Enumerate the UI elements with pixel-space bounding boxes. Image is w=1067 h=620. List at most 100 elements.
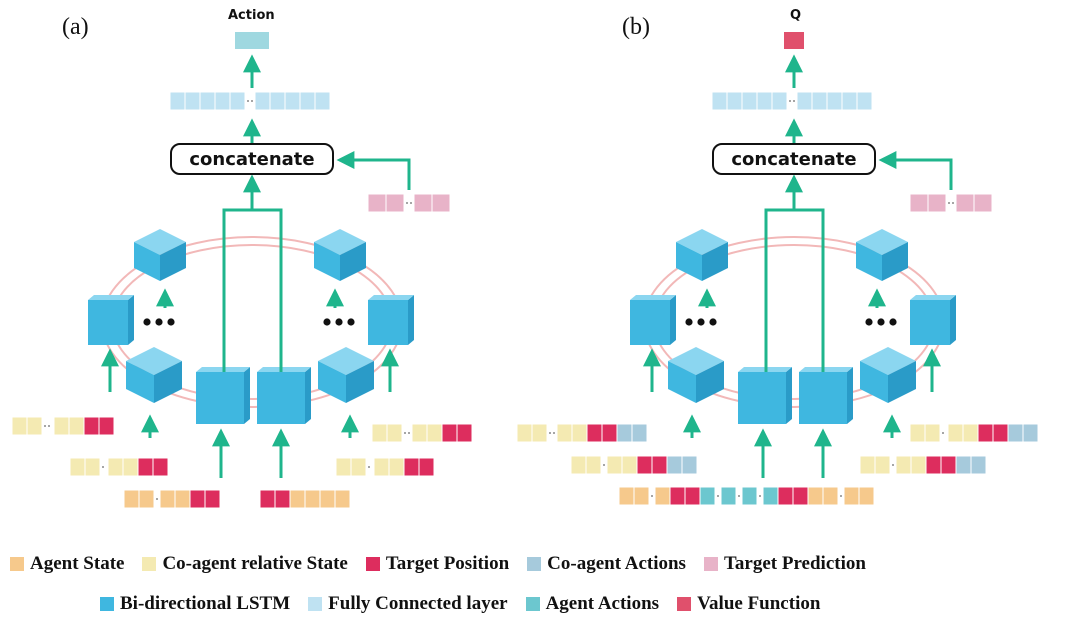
- panel-b-lstm-cell: [738, 367, 792, 424]
- state-cell: [618, 486, 635, 506]
- state-cell: [531, 423, 548, 443]
- state-cell: [214, 91, 231, 111]
- state-cell: [426, 423, 443, 443]
- state-cell: [570, 455, 587, 475]
- panel-a-lstm-cell: [196, 367, 250, 424]
- state-cell: [98, 416, 115, 436]
- coagent-actions-swatch: [527, 557, 542, 571]
- state-cell: [367, 193, 387, 213]
- fc-layer-swatch: [308, 597, 323, 611]
- block-front: [910, 300, 950, 345]
- legend-label: Co-agent relative State: [162, 553, 348, 574]
- input-strip-b-right-top: [909, 423, 1039, 443]
- state-cell: [822, 486, 839, 506]
- legend-label: Fully Connected layer: [328, 593, 508, 614]
- block-side: [670, 295, 676, 345]
- state-cell: [684, 486, 701, 506]
- panel-b-fc-layer: [711, 91, 873, 111]
- state-cell: [681, 455, 698, 475]
- panel-a-lstm-cell: [134, 229, 186, 281]
- coagent-state-swatch: [142, 557, 157, 571]
- state-cell: [335, 457, 352, 477]
- input-strip-left-mid: [69, 457, 169, 477]
- panel-a-label: (a): [62, 14, 89, 40]
- state-cell: [910, 455, 927, 475]
- state-cell: [68, 416, 85, 436]
- legend-row-2: Bi-directional LSTM Fully Connected laye…: [100, 593, 820, 615]
- state-cell: [585, 455, 602, 475]
- legend-fc-layer: Fully Connected layer: [308, 593, 508, 615]
- block-top: [799, 367, 853, 372]
- state-cell: [924, 423, 941, 443]
- state-cell: [654, 486, 671, 506]
- block-top: [368, 295, 414, 300]
- state-cell: [137, 457, 154, 477]
- block-front: [88, 300, 128, 345]
- state-cell: [441, 423, 458, 443]
- input-strip-left-top: [11, 416, 115, 436]
- state-cell: [741, 486, 758, 506]
- state-cell: [711, 91, 728, 111]
- state-cell: [947, 423, 964, 443]
- block-side: [128, 295, 134, 345]
- state-cell: [83, 416, 100, 436]
- state-cell: [385, 193, 405, 213]
- state-cell: [107, 457, 124, 477]
- state-cell: [925, 455, 942, 475]
- agent-actions-swatch: [525, 597, 540, 611]
- ellipsis-dot: [155, 318, 163, 326]
- state-cell: [386, 423, 403, 443]
- cube-right-face: [696, 361, 724, 403]
- panel-b-lstm-cell: [630, 295, 676, 345]
- block-side: [408, 295, 414, 345]
- cube-left-face: [676, 242, 702, 281]
- state-cell: [973, 193, 993, 213]
- block-side: [305, 367, 311, 424]
- cube-left-face: [314, 242, 340, 281]
- legend-label: Value Function: [697, 593, 821, 614]
- block-side: [244, 367, 250, 424]
- state-cell: [807, 486, 824, 506]
- state-cell: [184, 91, 201, 111]
- state-cell: [174, 489, 191, 509]
- state-cell: [909, 423, 926, 443]
- legend-coagent-relative-state: Co-agent relative State: [142, 553, 348, 575]
- legend-label: Target Position: [385, 553, 510, 574]
- state-cell: [456, 423, 473, 443]
- state-cell: [11, 416, 28, 436]
- concatenate-box-b: concatenate: [712, 143, 876, 175]
- state-cell: [859, 455, 876, 475]
- panel-b-lstm-cell: [860, 347, 916, 403]
- state-cell: [411, 423, 428, 443]
- input-strip-b-left-mid: [570, 455, 698, 475]
- legend-coagent-actions: Co-agent Actions: [527, 553, 686, 575]
- state-cell: [169, 91, 186, 111]
- cube-right-face: [702, 242, 728, 281]
- state-cell: [962, 423, 979, 443]
- state-cell: [977, 423, 994, 443]
- ellipsis-dot: [143, 318, 151, 326]
- state-cell: [616, 423, 633, 443]
- state-cell: [669, 486, 686, 506]
- state-cell: [843, 486, 860, 506]
- state-cell: [373, 457, 390, 477]
- panel-b-connector: [764, 208, 825, 372]
- block-front: [630, 300, 670, 345]
- legend-label: Co-agent Actions: [547, 553, 686, 574]
- state-cell: [204, 489, 221, 509]
- panel-a-target-prediction-strip: [367, 193, 451, 213]
- state-cell: [289, 489, 306, 509]
- state-cell: [586, 423, 603, 443]
- legend-label: Target Prediction: [723, 553, 866, 574]
- state-cell: [699, 486, 716, 506]
- legend-bilstm: Bi-directional LSTM: [100, 593, 290, 615]
- state-cell: [874, 455, 891, 475]
- state-cell: [334, 489, 351, 509]
- cube-right-face: [346, 361, 374, 403]
- panel-b-lstm-cell: [910, 295, 956, 345]
- panel-b-ellipsis: [685, 318, 717, 326]
- ellipsis-dot: [167, 318, 175, 326]
- state-cell: [269, 91, 286, 111]
- block-front: [368, 300, 408, 345]
